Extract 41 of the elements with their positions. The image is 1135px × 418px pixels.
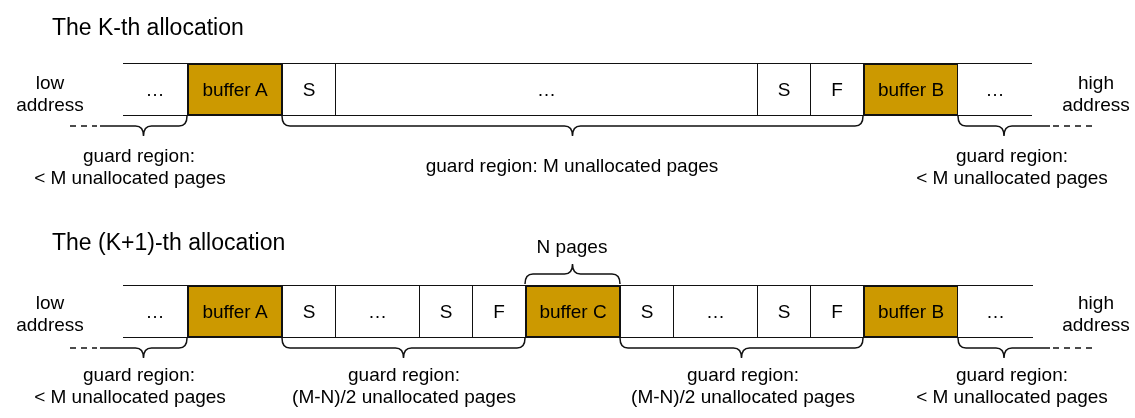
- page-cell: F: [810, 63, 864, 116]
- page-cell: S: [282, 285, 336, 338]
- region-label: < M unallocated pages: [916, 167, 1108, 189]
- address-label: low address: [15, 292, 85, 336]
- address-label: high address: [1061, 72, 1131, 116]
- page-cell: S: [757, 63, 811, 116]
- region-label: < M unallocated pages: [34, 386, 226, 408]
- buffer-block: buffer C: [525, 285, 621, 338]
- memory-region: …: [958, 285, 1033, 338]
- memory-region: …: [123, 285, 187, 338]
- region-label: guard region: M unallocated pages: [425, 155, 719, 177]
- region-label: guard region:: [687, 364, 799, 386]
- region-label: guard region:: [956, 145, 1068, 167]
- buffer-block: buffer A: [187, 285, 283, 338]
- buffer-block: buffer B: [863, 285, 959, 338]
- region-label: < M unallocated pages: [34, 167, 226, 189]
- heading: The K-th allocation: [52, 14, 244, 41]
- page-cell: S: [282, 63, 336, 116]
- region-label: < M unallocated pages: [916, 386, 1108, 408]
- page-cell: S: [620, 285, 674, 338]
- address-label: high address: [1061, 292, 1131, 336]
- page-cell: S: [419, 285, 473, 338]
- region-label: N pages: [536, 236, 608, 258]
- region-label: guard region:: [348, 364, 460, 386]
- page-cell: S: [757, 285, 811, 338]
- page-cell: F: [810, 285, 864, 338]
- page-cell: …: [335, 285, 420, 338]
- page-cell: …: [335, 63, 758, 116]
- address-label: low address: [15, 72, 85, 116]
- buffer-block: buffer A: [187, 63, 283, 116]
- heading: The (K+1)-th allocation: [52, 229, 286, 256]
- region-label: guard region:: [956, 364, 1068, 386]
- page-cell: …: [673, 285, 758, 338]
- page-cell: F: [472, 285, 526, 338]
- region-label: guard region:: [83, 364, 195, 386]
- memory-region: …: [958, 63, 1032, 116]
- region-label: (M-N)/2 unallocated pages: [292, 386, 516, 408]
- memory-region: …: [123, 63, 187, 116]
- region-label: guard region:: [83, 145, 195, 167]
- region-label: (M-N)/2 unallocated pages: [631, 386, 855, 408]
- buffer-block: buffer B: [863, 63, 959, 116]
